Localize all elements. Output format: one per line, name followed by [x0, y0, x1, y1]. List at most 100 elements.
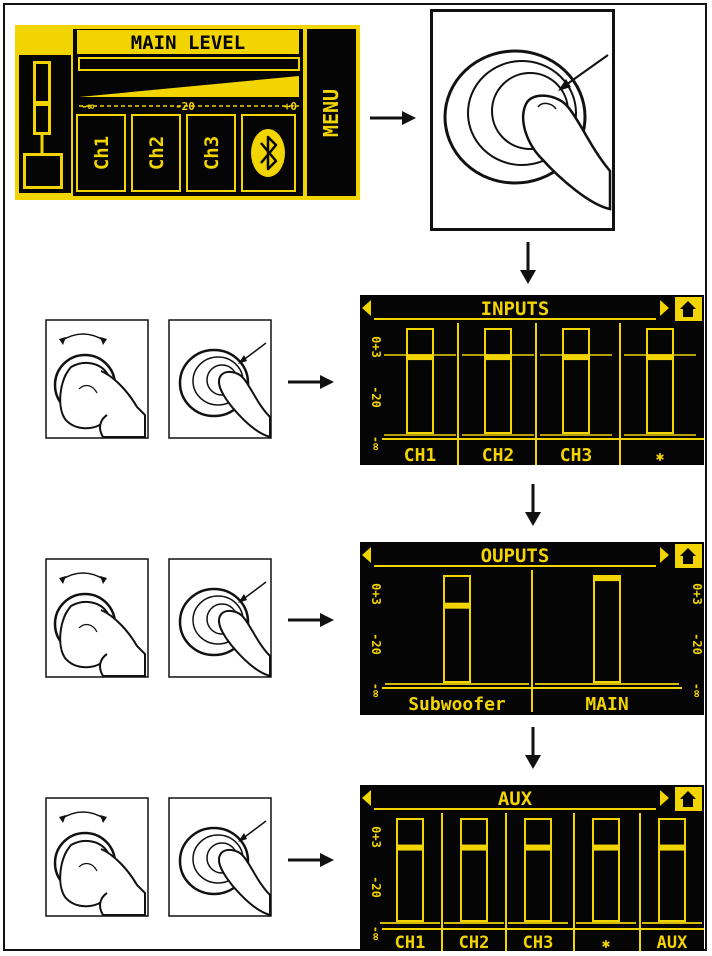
right-arrow-icon[interactable] [660, 547, 669, 563]
aux-channel-label-bluetooth[interactable]: ✱ [602, 936, 611, 951]
finger-press-knob-icon [168, 797, 272, 917]
outputs-channel-label-main[interactable]: MAIN [585, 694, 628, 715]
outputs-fader-knob[interactable] [444, 602, 470, 609]
aux-scale-mid: -20 [369, 876, 383, 898]
hand-rotate-knob-icon [45, 797, 149, 917]
outputs-scale-right-bottom: -∞ [690, 683, 704, 698]
outputs-scale-bottom: -∞ [369, 683, 383, 698]
outputs-fader-1[interactable] [385, 575, 529, 685]
aux-fader-knob[interactable] [461, 844, 487, 851]
aux-fader-4[interactable] [576, 818, 636, 924]
left-arrow-icon[interactable] [362, 547, 371, 563]
aux-title-bar: AUX [362, 787, 702, 811]
main-fader-knob [34, 101, 50, 106]
finger-press-knob-icon [168, 319, 272, 439]
inputs-scale-mid: -20 [369, 386, 383, 408]
inputs-fader-knob[interactable] [407, 354, 433, 361]
inputs-fader-knob[interactable] [485, 354, 511, 361]
main-channel-label-2: Ch2 [146, 136, 168, 170]
aux-screen: AUX 0+3 -20 -∞ CH1 CH2 CH3 ✱ AUX [360, 785, 704, 951]
aux-scale-bottom: -∞ [369, 926, 383, 941]
home-icon [680, 548, 696, 564]
hand-rotate-knob-icon [45, 558, 149, 678]
inputs-fader-2[interactable] [462, 328, 534, 436]
main-channel-cell-bt[interactable] [241, 114, 296, 192]
inputs-fader-1[interactable] [384, 328, 456, 436]
bluetooth-icon [251, 129, 285, 177]
outputs-fader-knob[interactable] [594, 575, 620, 582]
left-arrow-icon[interactable] [362, 790, 371, 806]
aux-channel-label-1[interactable]: CH1 [395, 933, 426, 951]
outputs-fader-2[interactable] [535, 575, 679, 685]
inputs-scale-top: 0+3 [369, 336, 383, 358]
outputs-channel-label-subwoofer[interactable]: Subwoofer [408, 694, 506, 715]
right-arrow-icon[interactable] [660, 300, 669, 316]
aux-fader-knob[interactable] [659, 844, 685, 851]
aux-fader-track [658, 818, 686, 922]
aux-fader-knob[interactable] [397, 844, 423, 851]
outputs-title-bar: OUPUTS [362, 544, 702, 568]
aux-scale-top: 0+3 [369, 826, 383, 848]
left-arrow-icon[interactable] [362, 300, 371, 316]
aux-fader-knob[interactable] [593, 844, 619, 851]
aux-fader-1[interactable] [380, 818, 440, 924]
main-scale-left: -∞ [81, 100, 95, 113]
inputs-screen: INPUTS 0+3 -20 -∞ CH1 CH2 CH3 ✱ [360, 295, 704, 465]
main-channel-cell-3[interactable] [186, 114, 236, 192]
hand-rotate-knob-icon [45, 319, 149, 439]
main-channel-cells [76, 114, 296, 192]
aux-channel-label-aux[interactable]: AUX [657, 933, 688, 951]
main-channel-label-3: Ch3 [201, 136, 223, 170]
arrow-right-1 [370, 111, 416, 125]
inputs-fader-3[interactable] [540, 328, 612, 436]
inputs-fader-knob[interactable] [563, 354, 589, 361]
aux-fader-3[interactable] [508, 818, 568, 924]
inputs-title-bar: INPUTS [362, 297, 702, 321]
inputs-fader-track [562, 328, 590, 434]
aux-channel-label-3[interactable]: CH3 [523, 933, 554, 951]
finger-press-knob-icon [168, 558, 272, 678]
inputs-fader-track [646, 328, 674, 434]
inputs-channel-label-bluetooth[interactable]: ✱ [656, 449, 665, 465]
inputs-channel-label-1[interactable]: CH1 [404, 445, 437, 465]
main-channel-cell-1[interactable] [76, 114, 126, 192]
inputs-scale-bottom: -∞ [369, 436, 383, 451]
arrow-right-4 [288, 853, 334, 867]
arrow-right-2 [288, 375, 334, 389]
inputs-channel-label-3[interactable]: CH3 [560, 445, 593, 465]
aux-fader-track [460, 818, 488, 922]
inputs-title: INPUTS [481, 298, 550, 320]
outputs-scale-right-mid: -20 [690, 633, 704, 655]
outputs-screen: OUPUTS 0+3 -20 -∞ 0+3 -20 -∞ Subwoofer M… [360, 542, 704, 715]
inputs-fader-track [406, 328, 434, 434]
aux-title: AUX [498, 788, 533, 810]
main-menu-panel[interactable] [307, 29, 356, 196]
main-scale-right: +0 [284, 100, 297, 113]
home-icon [680, 301, 696, 317]
outputs-scale-right-top: 0+3 [690, 583, 704, 605]
inputs-fader-track [484, 328, 512, 434]
aux-fader-track [592, 818, 620, 922]
right-arrow-icon[interactable] [660, 790, 669, 806]
main-title-bar [77, 30, 299, 54]
outputs-fader-track [443, 575, 471, 683]
home-icon [680, 791, 696, 807]
outputs-faders [385, 575, 679, 685]
aux-fader-track [524, 818, 552, 922]
outputs-scale-top: 0+3 [369, 583, 383, 605]
arrow-right-3 [288, 613, 334, 627]
aux-fader-knob[interactable] [525, 844, 551, 851]
main-level-screen: MAIN LEVEL -∞ -20 +0 Ch1 Ch2 Ch3 MENU [15, 25, 360, 200]
aux-fader-track [396, 818, 424, 922]
main-title: MAIN LEVEL [131, 32, 245, 54]
main-fader-base-inner [26, 156, 60, 186]
inputs-fader-4[interactable] [624, 328, 696, 436]
main-channel-cell-2[interactable] [131, 114, 181, 192]
aux-channel-label-2[interactable]: CH2 [459, 933, 490, 951]
inputs-channel-label-2[interactable]: CH2 [482, 445, 515, 465]
main-menu-label: MENU [319, 89, 343, 137]
aux-fader-5[interactable] [642, 818, 702, 924]
aux-fader-2[interactable] [444, 818, 504, 924]
arrow-down-2 [525, 484, 541, 526]
inputs-fader-knob[interactable] [647, 354, 673, 361]
